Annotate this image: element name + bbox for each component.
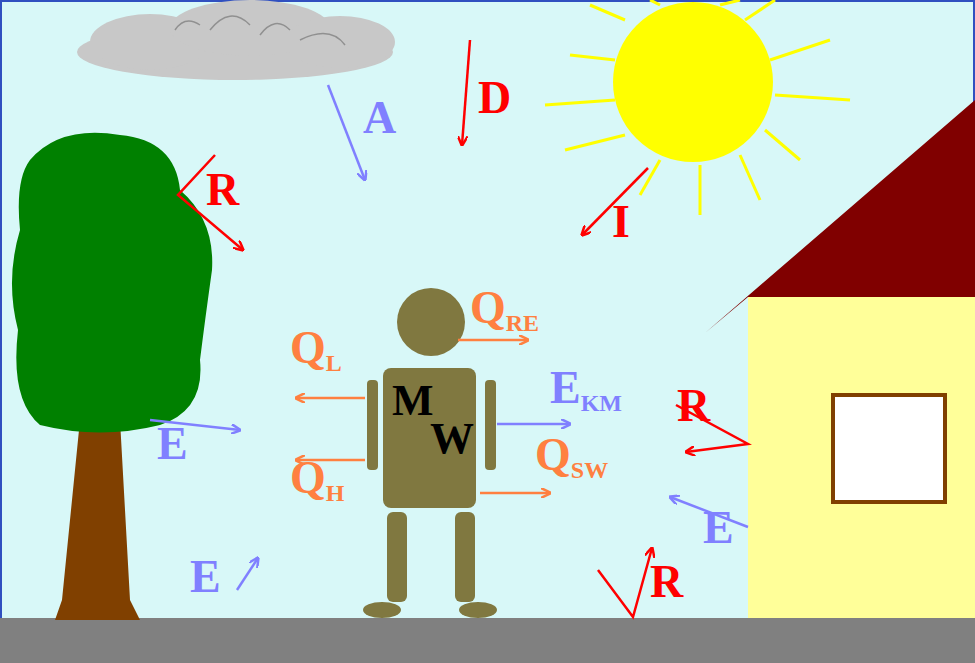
flux-symbol: R xyxy=(206,167,239,213)
flux-symbol: E xyxy=(190,554,221,600)
flux-symbol: QRE xyxy=(470,285,539,335)
flux-symbol: QSW xyxy=(535,432,608,482)
flux-symbol: I xyxy=(612,199,630,245)
cloud xyxy=(77,0,395,80)
flux-symbol: W xyxy=(430,417,474,461)
flux-symbol: R xyxy=(650,559,683,605)
flux-symbol: E xyxy=(703,505,734,551)
person xyxy=(363,288,497,618)
tree xyxy=(12,133,212,620)
flux-symbol: A xyxy=(363,95,396,141)
flux-symbol: EKM xyxy=(550,365,622,415)
flux-symbol: R xyxy=(677,383,710,429)
flux-symbol: QL xyxy=(290,325,342,375)
flux-symbol: E xyxy=(157,421,188,467)
flux-arrows xyxy=(150,40,748,617)
flux-symbol: M xyxy=(392,379,434,423)
flux-symbol: QH xyxy=(290,455,344,505)
ground xyxy=(0,618,975,663)
flux-symbol: D xyxy=(478,75,511,121)
house xyxy=(705,100,975,618)
sun xyxy=(545,0,850,215)
